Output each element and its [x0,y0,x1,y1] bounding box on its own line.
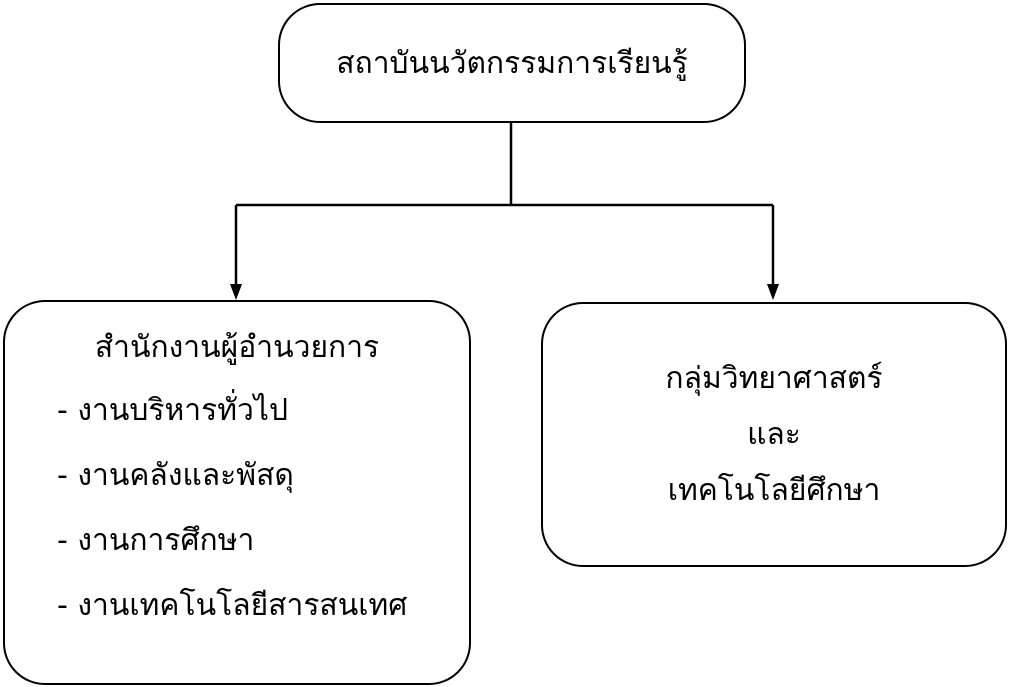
root-node: สถาบันนวัตกรรมการเรียนรู้ [278,3,746,123]
list-item: - งานคลังและพัสดุ [57,458,294,493]
list-item: - งานบริหารทั่วไป [57,393,289,428]
list-item: - งานการศึกษา [57,523,255,558]
science-tech-group-node: กลุ่มวิทยาศาสตร์ และ เทคโนโลยีศึกษา [541,302,1007,567]
root-label: สถาบันนวัตกรรมการเรียนรู้ [336,45,688,81]
group-line: เทคโนโลยีศึกษา [667,472,881,508]
list-item: - งานเทคโนโลยีสารสนเทศ [57,588,408,623]
left-arrowhead [230,284,242,300]
director-office-node: สำนักงานผู้อำนวยการ - งานบริหารทั่วไป - … [3,300,471,685]
director-office-title: สำนักงานผู้อำนวยการ [94,330,380,365]
group-line: และ [747,416,801,452]
group-line: กลุ่มวิทยาศาสตร์ [665,360,883,396]
right-arrowhead [767,284,779,300]
